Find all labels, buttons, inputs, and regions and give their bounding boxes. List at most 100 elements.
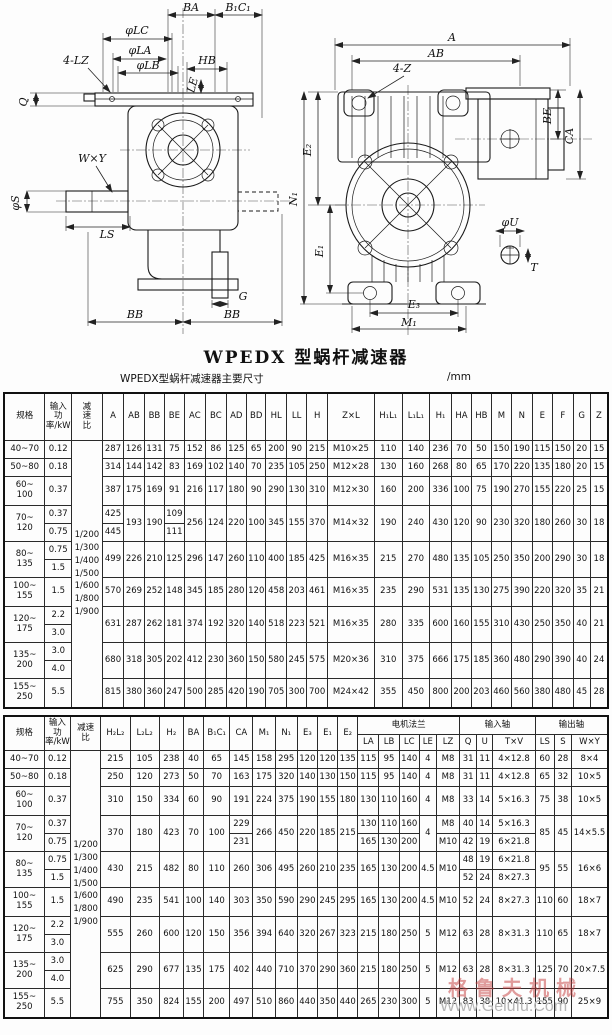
cell: 140 — [296, 768, 318, 787]
cell: 4 — [418, 815, 437, 852]
cell: 24 — [476, 887, 494, 917]
cell: 130 — [471, 577, 492, 607]
cell: 250 — [306, 458, 328, 477]
cell: 120 — [246, 577, 267, 607]
table-caption: WPEDX型蜗杆减速器主要尺寸 — [120, 373, 264, 385]
cell: 210 — [316, 851, 339, 888]
cell: M8 — [435, 750, 461, 769]
cell: 120 — [296, 750, 318, 769]
cell: 710 — [274, 952, 298, 989]
cell: 250 — [398, 916, 420, 953]
cell: 90 — [203, 786, 231, 816]
header-cell: T×V — [492, 734, 536, 751]
cell: 2.2 — [44, 606, 73, 625]
cell: 290 — [316, 952, 339, 989]
cell: 518 — [265, 606, 287, 643]
cell: 120 — [182, 916, 205, 953]
header-cell: L₂L₂ — [129, 715, 160, 751]
cell: M16×35 — [326, 606, 375, 643]
cell: 430 — [429, 505, 452, 542]
cell: 15 — [589, 476, 609, 506]
cell: 0.75 — [44, 523, 73, 542]
cell: 314 — [101, 458, 125, 477]
cell: 0.75 — [43, 833, 72, 852]
cell: 95 — [378, 768, 400, 787]
cell: 4.5 — [418, 887, 437, 917]
cell: 560 — [511, 678, 533, 709]
cell: 666 — [429, 642, 452, 679]
cell: 705 — [265, 678, 287, 709]
cell: 40 — [572, 606, 591, 643]
cell: 260 — [129, 916, 160, 953]
cell: 190 — [490, 476, 513, 506]
cell: 70 — [182, 815, 205, 852]
cell: 200 — [531, 541, 554, 578]
cell: 203 — [471, 678, 492, 709]
cell: 175 — [450, 642, 473, 679]
cell: 755 — [100, 988, 131, 1019]
cell: 180 — [531, 505, 554, 542]
cell: 40~70 — [3, 440, 46, 459]
cell: 152 — [183, 440, 207, 459]
dim-label-E₁: E₁ — [313, 245, 326, 258]
cell: 120 — [129, 768, 160, 787]
cell: 570 — [101, 577, 125, 607]
cell: 125 — [534, 952, 555, 989]
cell: 202 — [164, 642, 185, 679]
cell: 0.37 — [43, 786, 72, 816]
header-cell: Z×L — [326, 392, 375, 441]
cell: 245 — [285, 642, 308, 679]
cell: 290 — [401, 577, 431, 607]
cell: 425 — [306, 541, 328, 578]
cell: 370 — [100, 815, 131, 852]
cell: 20 — [572, 440, 591, 459]
cell: 83 — [459, 988, 478, 1019]
cell: 631 — [101, 606, 125, 643]
cell: 235 — [265, 458, 287, 477]
cell: 190 — [511, 440, 533, 459]
header-cell: LB — [378, 734, 400, 751]
header-cell: H₁L₁ — [373, 392, 403, 441]
cell: 220 — [531, 577, 554, 607]
cell: M24×42 — [326, 678, 375, 709]
dim-label-B₁C₁: B₁C₁ — [224, 1, 250, 14]
cell: 336 — [429, 476, 452, 506]
cell: 160 — [398, 815, 420, 834]
cell: M16×35 — [326, 541, 375, 578]
cell: 140 — [398, 768, 420, 787]
cell: 0.37 — [43, 815, 72, 834]
cell: 38 — [476, 988, 494, 1019]
cell: 266 — [252, 815, 276, 852]
cell: 580 — [265, 642, 287, 679]
cell: 21 — [589, 606, 609, 643]
header-cell: M₁ — [252, 715, 276, 751]
cell: 235 — [129, 887, 160, 917]
mounting-plate — [465, 87, 551, 100]
cell: 215 — [357, 916, 380, 953]
cell: 40~70 — [3, 750, 45, 769]
cell: 120~ 175 — [3, 916, 45, 953]
cell: M12 — [435, 988, 461, 1019]
drain-boss — [211, 251, 229, 299]
page-title: WPEDX 型蜗杆减速器 — [203, 348, 409, 368]
cell: 115 — [357, 750, 380, 769]
header-cell: H — [306, 392, 328, 441]
cell: 0.75 — [43, 851, 72, 870]
cell: 480 — [552, 678, 574, 709]
cell: 35 — [572, 577, 591, 607]
cell: 70~ 120 — [3, 815, 45, 852]
cell: 163 — [229, 768, 254, 787]
header-cell: A — [101, 392, 125, 441]
cell: 215 — [100, 750, 131, 769]
cell: 425 — [101, 505, 125, 524]
cell: 235 — [373, 577, 403, 607]
cell: 350 — [552, 606, 574, 643]
cell: 510 — [252, 988, 276, 1019]
cell: M16×35 — [326, 577, 375, 607]
cell: 230 — [490, 505, 513, 542]
cell: 235 — [337, 851, 359, 888]
header-cell: LE — [418, 734, 437, 751]
